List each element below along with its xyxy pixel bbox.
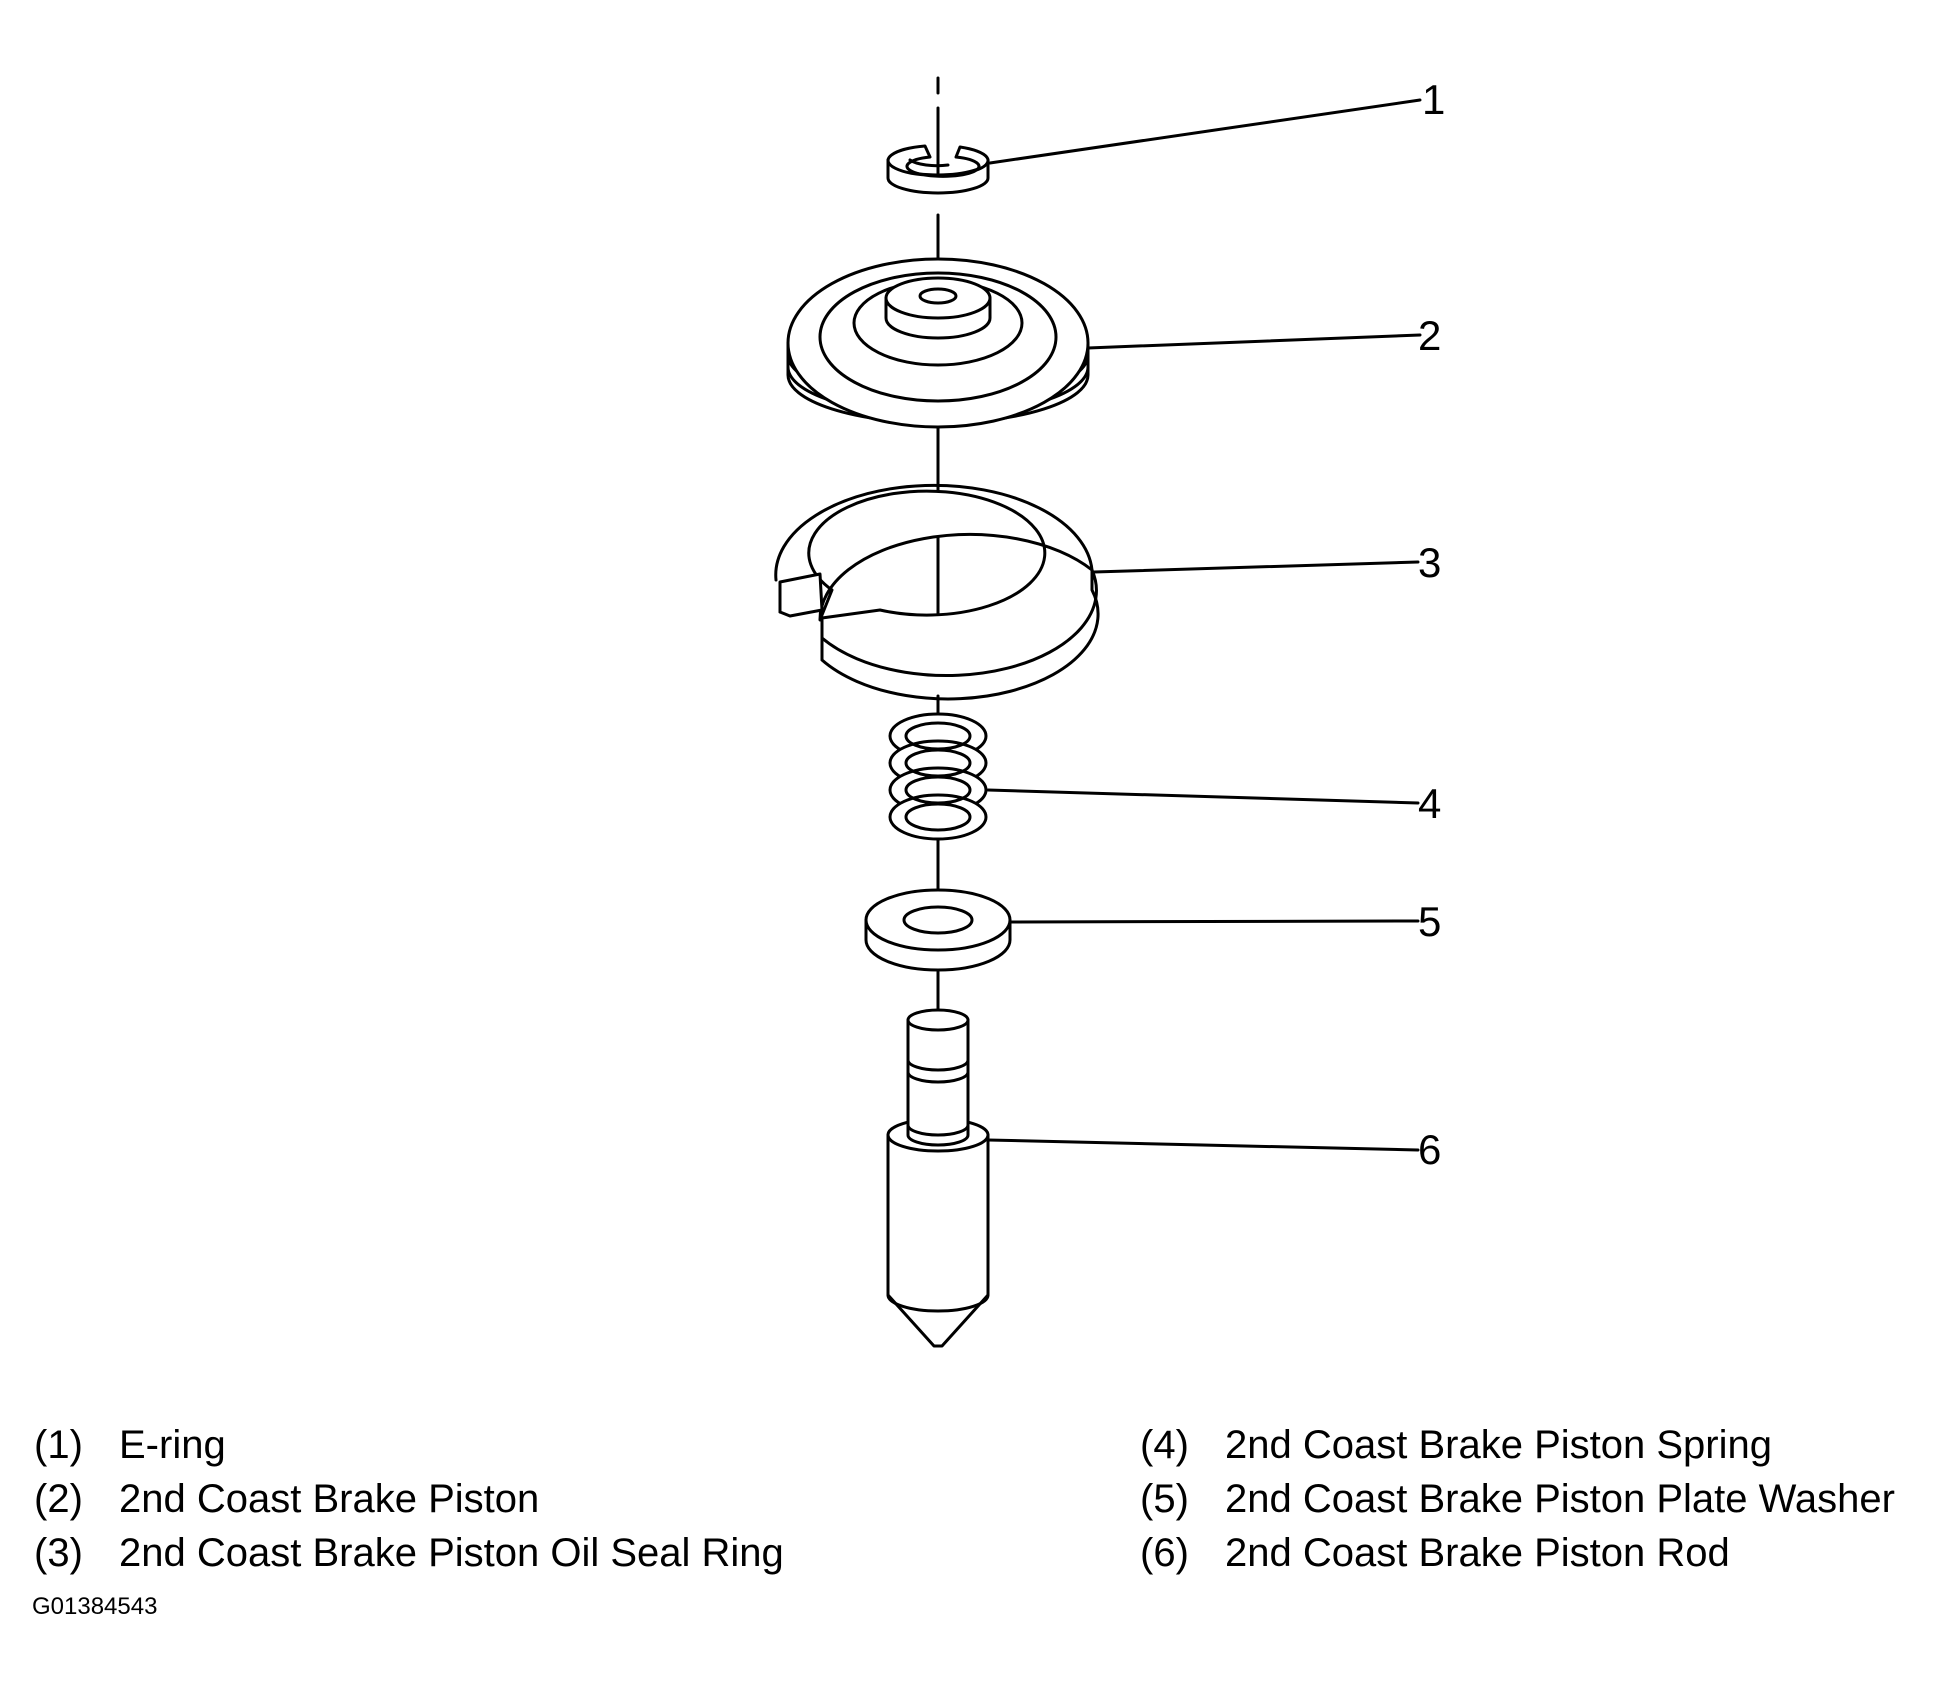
callout-2: 2: [1418, 312, 1441, 359]
callout-4: 4: [1418, 780, 1441, 827]
legend-right: (4) 2nd Coast Brake Piston Spring (5) 2n…: [1140, 1418, 1895, 1580]
legend-label: 2nd Coast Brake Piston Oil Seal Ring: [119, 1531, 784, 1575]
callout-5: 5: [1418, 898, 1441, 945]
callout-3: 3: [1418, 539, 1441, 586]
callout-1: 1: [1422, 76, 1445, 123]
exploded-parts-diagram: 1 2 3 4 5 6: [774, 76, 1445, 1348]
piston-spring: [888, 712, 988, 841]
leader-lines: [986, 98, 1422, 1152]
legend-number: (2): [34, 1477, 83, 1521]
figure-id: G01384543: [32, 1593, 158, 1620]
legend-label: 2nd Coast Brake Piston: [119, 1477, 540, 1521]
legend-item: (6) 2nd Coast Brake Piston Rod: [1140, 1526, 1895, 1580]
legend-label: 2nd Coast Brake Piston Rod: [1225, 1531, 1730, 1575]
legend-number: (4): [1140, 1423, 1189, 1467]
legend-number: (3): [34, 1531, 83, 1575]
legend-number: (6): [1140, 1531, 1189, 1575]
brake-piston: [786, 257, 1090, 429]
oil-seal-ring: [774, 483, 1100, 701]
legend-label: 2nd Coast Brake Piston Spring: [1225, 1423, 1772, 1467]
legend-item: (3) 2nd Coast Brake Piston Oil Seal Ring: [34, 1526, 784, 1580]
legend-label: E-ring: [119, 1423, 226, 1467]
legend-item: (2) 2nd Coast Brake Piston: [34, 1472, 784, 1526]
callout-6: 6: [1418, 1126, 1441, 1173]
legend-left: (1) E-ring (2) 2nd Coast Brake Piston (3…: [34, 1418, 784, 1580]
plate-washer: [864, 888, 1012, 972]
legend-item: (4) 2nd Coast Brake Piston Spring: [1140, 1418, 1895, 1472]
piston-rod: [886, 1008, 990, 1348]
legend-number: (1): [34, 1423, 83, 1467]
legend-item: (1) E-ring: [34, 1418, 784, 1472]
legend-number: (5): [1140, 1477, 1189, 1521]
legend-item: (5) 2nd Coast Brake Piston Plate Washer: [1140, 1472, 1895, 1526]
e-ring: [886, 144, 990, 195]
legend-label: 2nd Coast Brake Piston Plate Washer: [1225, 1477, 1895, 1521]
